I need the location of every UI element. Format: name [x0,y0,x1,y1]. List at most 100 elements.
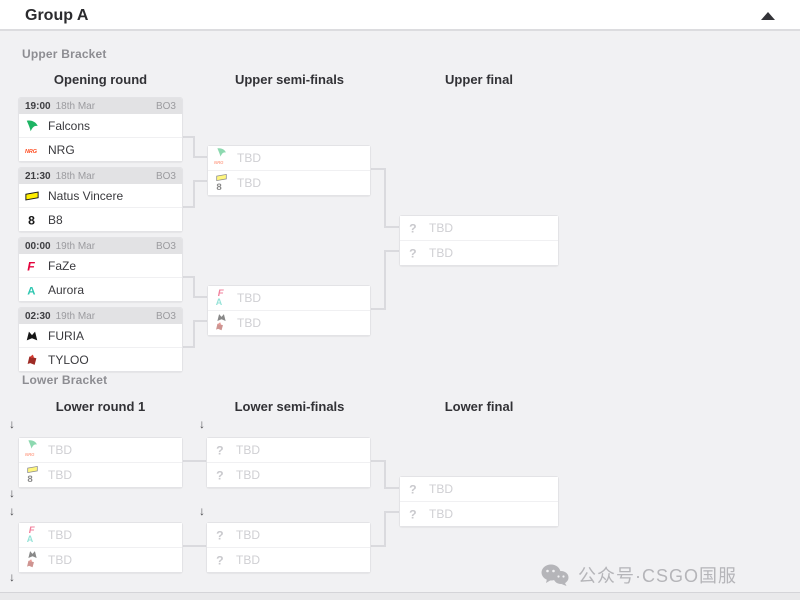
question-icon: ? [213,553,227,567]
team-name: FaZe [48,258,77,273]
bottom-strip [0,592,800,600]
team-slot[interactable]: ? TBD [207,547,370,572]
team-slot[interactable]: F FaZe [19,254,182,277]
aurora-icon: A [25,283,39,297]
team-slot[interactable]: 8 TBD [208,170,370,195]
team-name: TBD [236,443,260,457]
faze-icon: F [25,259,39,273]
team-name: TBD [236,468,260,482]
team-slot[interactable]: ? TBD [207,438,370,462]
group-title: Group A [25,7,89,24]
drop-down-arrow-icon: ↓ [9,417,15,431]
match-meta: 02:30 19th Mar BO3 [19,308,182,324]
svg-text:?: ? [216,553,223,567]
svg-text:?: ? [216,528,223,542]
team-logo-stack [25,551,41,568]
svg-text:NRG: NRG [25,452,35,457]
team-name: TYLOO [48,352,89,367]
match-lower-semi-final-2[interactable]: ? TBD? TBD [206,522,371,573]
team-slot[interactable]: ? TBD [207,523,370,547]
svg-text:F: F [29,525,36,535]
svg-text:A: A [27,534,34,544]
svg-text:NRG: NRG [25,149,38,155]
question-icon: ? [406,507,420,521]
team-logo-stack: 8 [214,172,230,192]
team-logo-stack: ? [213,527,229,543]
team-slot[interactable]: ?TBD [400,501,558,526]
svg-text:?: ? [216,468,223,482]
team-slot[interactable]: TBD [208,310,370,335]
match-date: 19th Mar [55,310,96,322]
nrg-icon: NRG [25,143,39,157]
team-slot[interactable]: Natus Vincere [19,184,182,207]
match-format-badge: BO3 [155,310,176,322]
collapse-caret-icon[interactable] [761,12,775,20]
team-logo-stack: NRG [25,142,41,158]
team-name: TBD [236,553,260,567]
drop-down-arrow-icon: ↓ [9,504,15,518]
match-lower-final[interactable]: ?TBD?TBD [399,476,559,527]
team-slot[interactable]: FURIA [19,324,182,347]
match-time: 02:30 [25,310,51,322]
team-logo-stack: ? [213,442,229,458]
team-slot[interactable]: TYLOO [19,347,182,371]
team-name: TBD [429,482,453,496]
team-logo-stack [214,314,230,331]
team-slot[interactable]: ?TBD [400,477,558,501]
match-upper-final[interactable]: ?TBD?TBD [399,215,559,266]
team-slot[interactable]: TBD [19,547,182,572]
b8-icon: 8 [25,473,36,484]
team-logo-stack: ? [213,552,229,568]
svg-text:F: F [218,288,225,298]
aurora-icon: A [214,296,225,307]
nrg-icon: NRG [25,448,36,459]
match-date: 18th Mar [55,170,96,182]
b8-icon: 8 [214,181,225,192]
match-format-badge: BO3 [155,240,176,252]
team-slot[interactable]: ?TBD [400,240,558,265]
question-icon: ? [213,443,227,457]
team-slot[interactable]: NRG NRG [19,137,182,161]
watermark: 公众号·CSGO国服 [541,562,737,588]
team-name: TBD [237,316,261,330]
team-slot[interactable]: ?TBD [400,216,558,240]
team-slot[interactable]: ? TBD [207,462,370,487]
team-logo-stack: ? [406,506,422,522]
svg-text:A: A [27,285,35,297]
falcons-icon [27,439,38,450]
match-time: 21:30 [25,170,51,182]
wechat-icon [541,564,569,586]
falcons-icon [25,119,39,133]
team-slot[interactable]: Falcons [19,114,182,137]
svg-text:?: ? [216,443,223,457]
faze-icon: F [27,524,38,535]
team-name: TBD [236,528,260,542]
match-lower-semi-final-1[interactable]: ? TBD? TBD [206,437,371,488]
navi-icon [216,172,227,183]
team-name: NRG [48,142,75,157]
svg-text:?: ? [409,507,416,521]
team-logo-stack [25,188,41,204]
question-icon: ? [406,221,420,235]
column-header-upper-final: Upper final [445,72,513,87]
team-name: TBD [237,176,261,190]
